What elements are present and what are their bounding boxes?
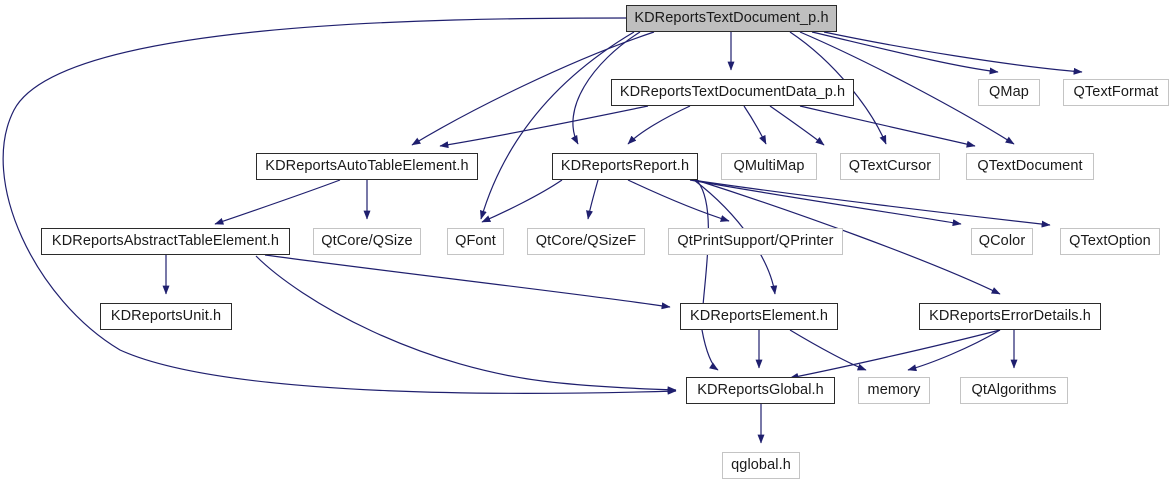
graph-node-textdocumentdata_p[interactable]: KDReportsTextDocumentData_p.h	[611, 79, 854, 106]
graph-node-qmap[interactable]: QMap	[978, 79, 1040, 106]
graph-node-qfont[interactable]: QFont	[447, 228, 504, 255]
graph-edge-textdocumentdata_p-to-autotable	[439, 105, 649, 149]
graph-node-label: QTextFormat	[1073, 83, 1159, 100]
graph-edge-report-to-global	[697, 181, 719, 371]
graph-edge-abstracttable-to-element	[264, 254, 671, 310]
graph-edge-autotable-to-abstracttable	[214, 179, 341, 225]
graph-node-label: QtCore/QSize	[321, 232, 413, 249]
graph-node-qmultimap[interactable]: QMultiMap	[721, 153, 817, 180]
graph-node-report[interactable]: KDReportsReport.h	[552, 153, 698, 180]
graph-node-label: QTextOption	[1069, 232, 1151, 249]
graph-node-label: KDReportsUnit.h	[110, 307, 222, 324]
graph-edge-report-to-qfont	[481, 179, 563, 223]
graph-node-qtextoption[interactable]: QTextOption	[1060, 228, 1160, 255]
graph-edge-errordetails-to-memory	[907, 329, 1001, 372]
graph-node-label: KDReportsTextDocument_p.h	[634, 9, 829, 26]
graph-edge-textdocument_p-to-report	[570, 31, 641, 145]
graph-node-label: QFont	[455, 232, 496, 249]
graph-node-label: QTextDocument	[977, 157, 1083, 174]
graph-edge-textdocument_p-to-qmap	[811, 31, 999, 75]
graph-node-qtalgorithms[interactable]: QtAlgorithms	[960, 377, 1068, 404]
graph-edge-textdocumentdata_p-to-qtextcursor	[769, 105, 825, 146]
graph-node-label: KDReportsTextDocumentData_p.h	[619, 83, 846, 100]
graph-node-label: QMultiMap	[733, 157, 805, 174]
graph-node-qglobal[interactable]: qglobal.h	[722, 452, 800, 479]
graph-edge-textdocumentdata_p-to-qmultimap	[743, 105, 767, 145]
graph-node-qcolor[interactable]: QColor	[971, 228, 1033, 255]
graph-node-label: QtPrintSupport/QPrinter	[677, 232, 834, 249]
graph-edge-report-to-qtextoption	[691, 179, 1051, 228]
graph-node-autotable[interactable]: KDReportsAutoTableElement.h	[256, 153, 478, 180]
graph-edge-textdocument_p-to-autotable	[411, 31, 655, 146]
graph-node-label: QMap	[989, 83, 1029, 100]
edge-group	[2, 17, 1083, 444]
graph-edge-report-to-errordetails	[695, 179, 1001, 295]
graph-edge-abstracttable-to-global	[255, 255, 677, 394]
graph-node-errordetails[interactable]: KDReportsErrorDetails.h	[919, 303, 1101, 330]
graph-node-label: KDReportsErrorDetails.h	[929, 307, 1091, 324]
graph-node-label: QTextCursor	[848, 157, 932, 174]
graph-edge-report-to-qcolor	[689, 179, 962, 227]
graph-edge-textdocumentdata_p-to-qtextdocument	[799, 105, 976, 148]
graph-edge-textdocument_p-to-qtextdocument	[799, 31, 1015, 145]
graph-node-memory[interactable]: memory	[858, 377, 930, 404]
graph-node-label: QtAlgorithms	[971, 381, 1057, 398]
graph-node-label: QColor	[978, 232, 1026, 249]
graph-node-label: qglobal.h	[731, 456, 791, 473]
graph-node-element[interactable]: KDReportsElement.h	[680, 303, 838, 330]
graph-node-qprinter[interactable]: QtPrintSupport/QPrinter	[668, 228, 843, 255]
graph-node-label: QtCore/QSizeF	[535, 232, 637, 249]
graph-node-global[interactable]: KDReportsGlobal.h	[686, 377, 835, 404]
graph-node-label: KDReportsAutoTableElement.h	[265, 157, 469, 174]
graph-node-label: KDReportsAbstractTableElement.h	[51, 232, 280, 249]
graph-edge-textdocument_p-to-qfont	[480, 31, 635, 220]
graph-node-qtextdocument[interactable]: QTextDocument	[966, 153, 1094, 180]
graph-edge-textdocumentdata_p-to-report	[627, 105, 691, 145]
graph-node-qtextcursor[interactable]: QTextCursor	[840, 153, 940, 180]
graph-node-label: KDReportsElement.h	[690, 307, 828, 324]
graph-node-label: memory	[867, 381, 921, 398]
graph-node-textdocument_p[interactable]: KDReportsTextDocument_p.h	[626, 5, 837, 32]
graph-edge-report-to-qprinter	[627, 179, 730, 222]
graph-node-qtextformat[interactable]: QTextFormat	[1063, 79, 1169, 106]
graph-edge-errordetails-to-global	[789, 329, 1001, 380]
graph-node-label: KDReportsReport.h	[560, 157, 690, 174]
graph-node-qtcore_qsize[interactable]: QtCore/QSize	[313, 228, 421, 255]
graph-edge-textdocument_p-to-qtextformat	[823, 31, 1083, 75]
graph-node-abstracttable[interactable]: KDReportsAbstractTableElement.h	[41, 228, 290, 255]
graph-edge-textdocument_p-to-global	[2, 17, 677, 395]
graph-node-unit[interactable]: KDReportsUnit.h	[100, 303, 232, 330]
graph-node-label: KDReportsGlobal.h	[697, 381, 824, 398]
graph-edge-report-to-qtcore_qsizef	[586, 179, 599, 220]
graph-node-qtcore_qsizef[interactable]: QtCore/QSizeF	[527, 228, 645, 255]
graph-edge-element-to-memory	[789, 329, 867, 371]
